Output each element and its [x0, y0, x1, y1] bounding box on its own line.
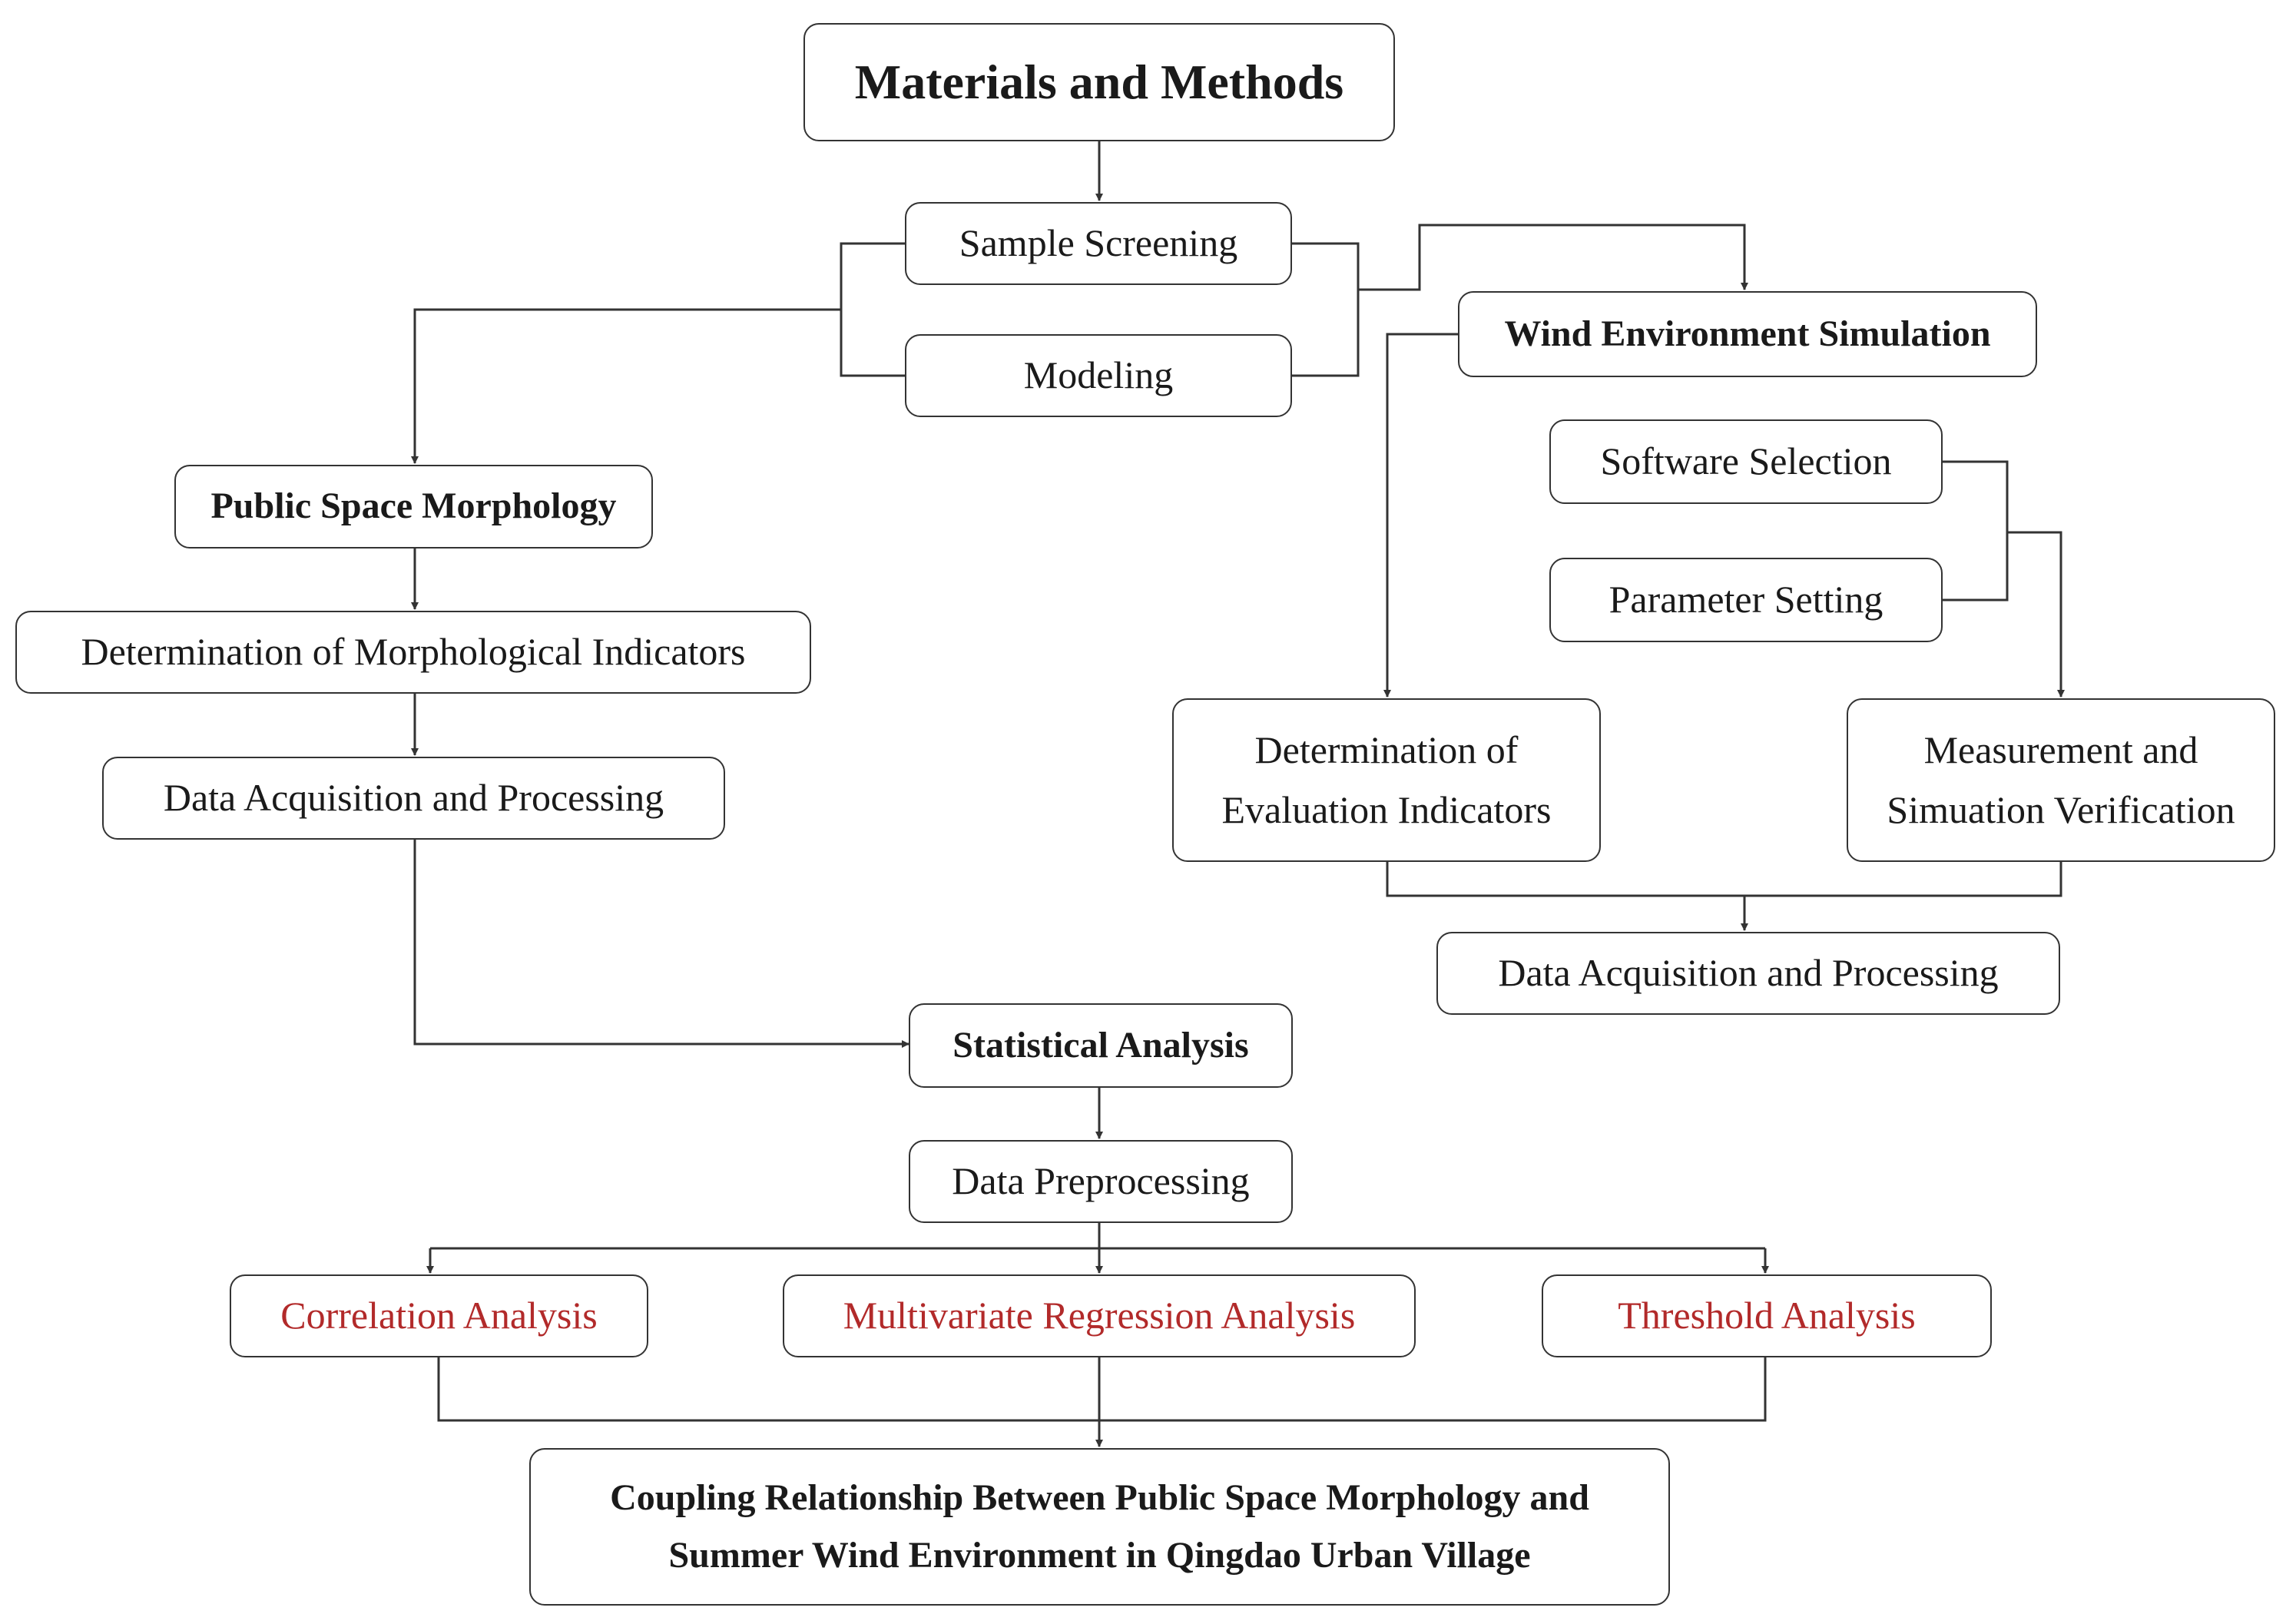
evaluation-indicators-line-1: Determination of [1254, 728, 1519, 771]
connector-prep-right-bracket [1292, 242, 1360, 377]
morphology-data-acquisition-label: Data Acquisition and Processing [163, 776, 664, 820]
software-selection-box: Software Selection [1549, 419, 1943, 504]
wind-environment-simulation-box: Wind Environment Simulation [1458, 291, 2037, 377]
correlation-analysis-box: Correlation Analysis [230, 1274, 648, 1357]
threshold-analysis-label: Threshold Analysis [1618, 1294, 1916, 1337]
evaluation-indicators-line-2: Evaluation Indicators [1221, 787, 1552, 831]
modeling-box: Modeling [905, 334, 1292, 417]
wind-environment-simulation-label: Wind Environment Simulation [1504, 313, 1991, 354]
arrow-prep-to-morphology [411, 308, 841, 464]
morphological-indicators-label: Determination of Morphological Indicator… [81, 630, 746, 674]
data-preprocessing-label: Data Preprocessing [952, 1159, 1250, 1203]
sample-screening-label: Sample Screening [959, 221, 1238, 265]
software-selection-label: Software Selection [1600, 439, 1892, 483]
measurement-verification-line-2: Simuation Verification [1887, 787, 2235, 831]
morphological-indicators-box: Determination of Morphological Indicator… [15, 611, 811, 694]
connector-prep-left-bracket [840, 242, 905, 377]
coupling-relationship-box: Coupling Relationship Between Public Spa… [529, 1448, 1670, 1606]
threshold-analysis-box: Threshold Analysis [1542, 1274, 1992, 1357]
data-preprocessing-box: Data Preprocessing [909, 1140, 1293, 1223]
materials-and-methods-title: Materials and Methods [803, 23, 1395, 141]
morphology-data-acquisition-box: Data Acquisition and Processing [102, 757, 725, 840]
materials-and-methods-label: Materials and Methods [854, 55, 1344, 110]
connector-analyses-merge [437, 1357, 1767, 1422]
statistical-analysis-box: Statistical Analysis [909, 1003, 1293, 1088]
connector-software-parameter-bracket [1943, 460, 2009, 602]
measurement-verification-box: Measurement and Simuation Verification [1847, 698, 2275, 862]
sample-screening-box: Sample Screening [905, 202, 1292, 285]
arrow-morph-data-to-statistics [413, 840, 909, 1048]
multivariate-regression-box: Multivariate Regression Analysis [783, 1274, 1416, 1357]
parameter-setting-label: Parameter Setting [1608, 578, 1883, 621]
evaluation-indicators-box: Determination of Evaluation Indicators [1172, 698, 1601, 862]
measurement-verification-line-1: Measurement and [1923, 728, 2198, 771]
parameter-setting-box: Parameter Setting [1549, 558, 1943, 642]
wind-data-acquisition-label: Data Acquisition and Processing [1498, 951, 1999, 995]
connector-preprocessing-split [430, 1223, 1765, 1250]
arrow-bracket-to-verification [2007, 531, 2065, 698]
coupling-relationship-line-1: Coupling Relationship Between Public Spa… [610, 1477, 1589, 1519]
multivariate-regression-label: Multivariate Regression Analysis [843, 1294, 1356, 1337]
public-space-morphology-box: Public Space Morphology [174, 465, 653, 549]
public-space-morphology-label: Public Space Morphology [210, 486, 617, 527]
arrow-prep-to-wind [1358, 224, 1748, 291]
statistical-analysis-label: Statistical Analysis [952, 1024, 1249, 1066]
coupling-relationship-line-2: Summer Wind Environment in Qingdao Urban… [668, 1534, 1531, 1576]
connector-evaluation-verification-merge [1386, 862, 2062, 897]
wind-data-acquisition-box: Data Acquisition and Processing [1436, 932, 2060, 1015]
correlation-analysis-label: Correlation Analysis [280, 1294, 598, 1337]
modeling-label: Modeling [1023, 353, 1174, 397]
arrow-wind-to-evaluation [1383, 333, 1458, 698]
